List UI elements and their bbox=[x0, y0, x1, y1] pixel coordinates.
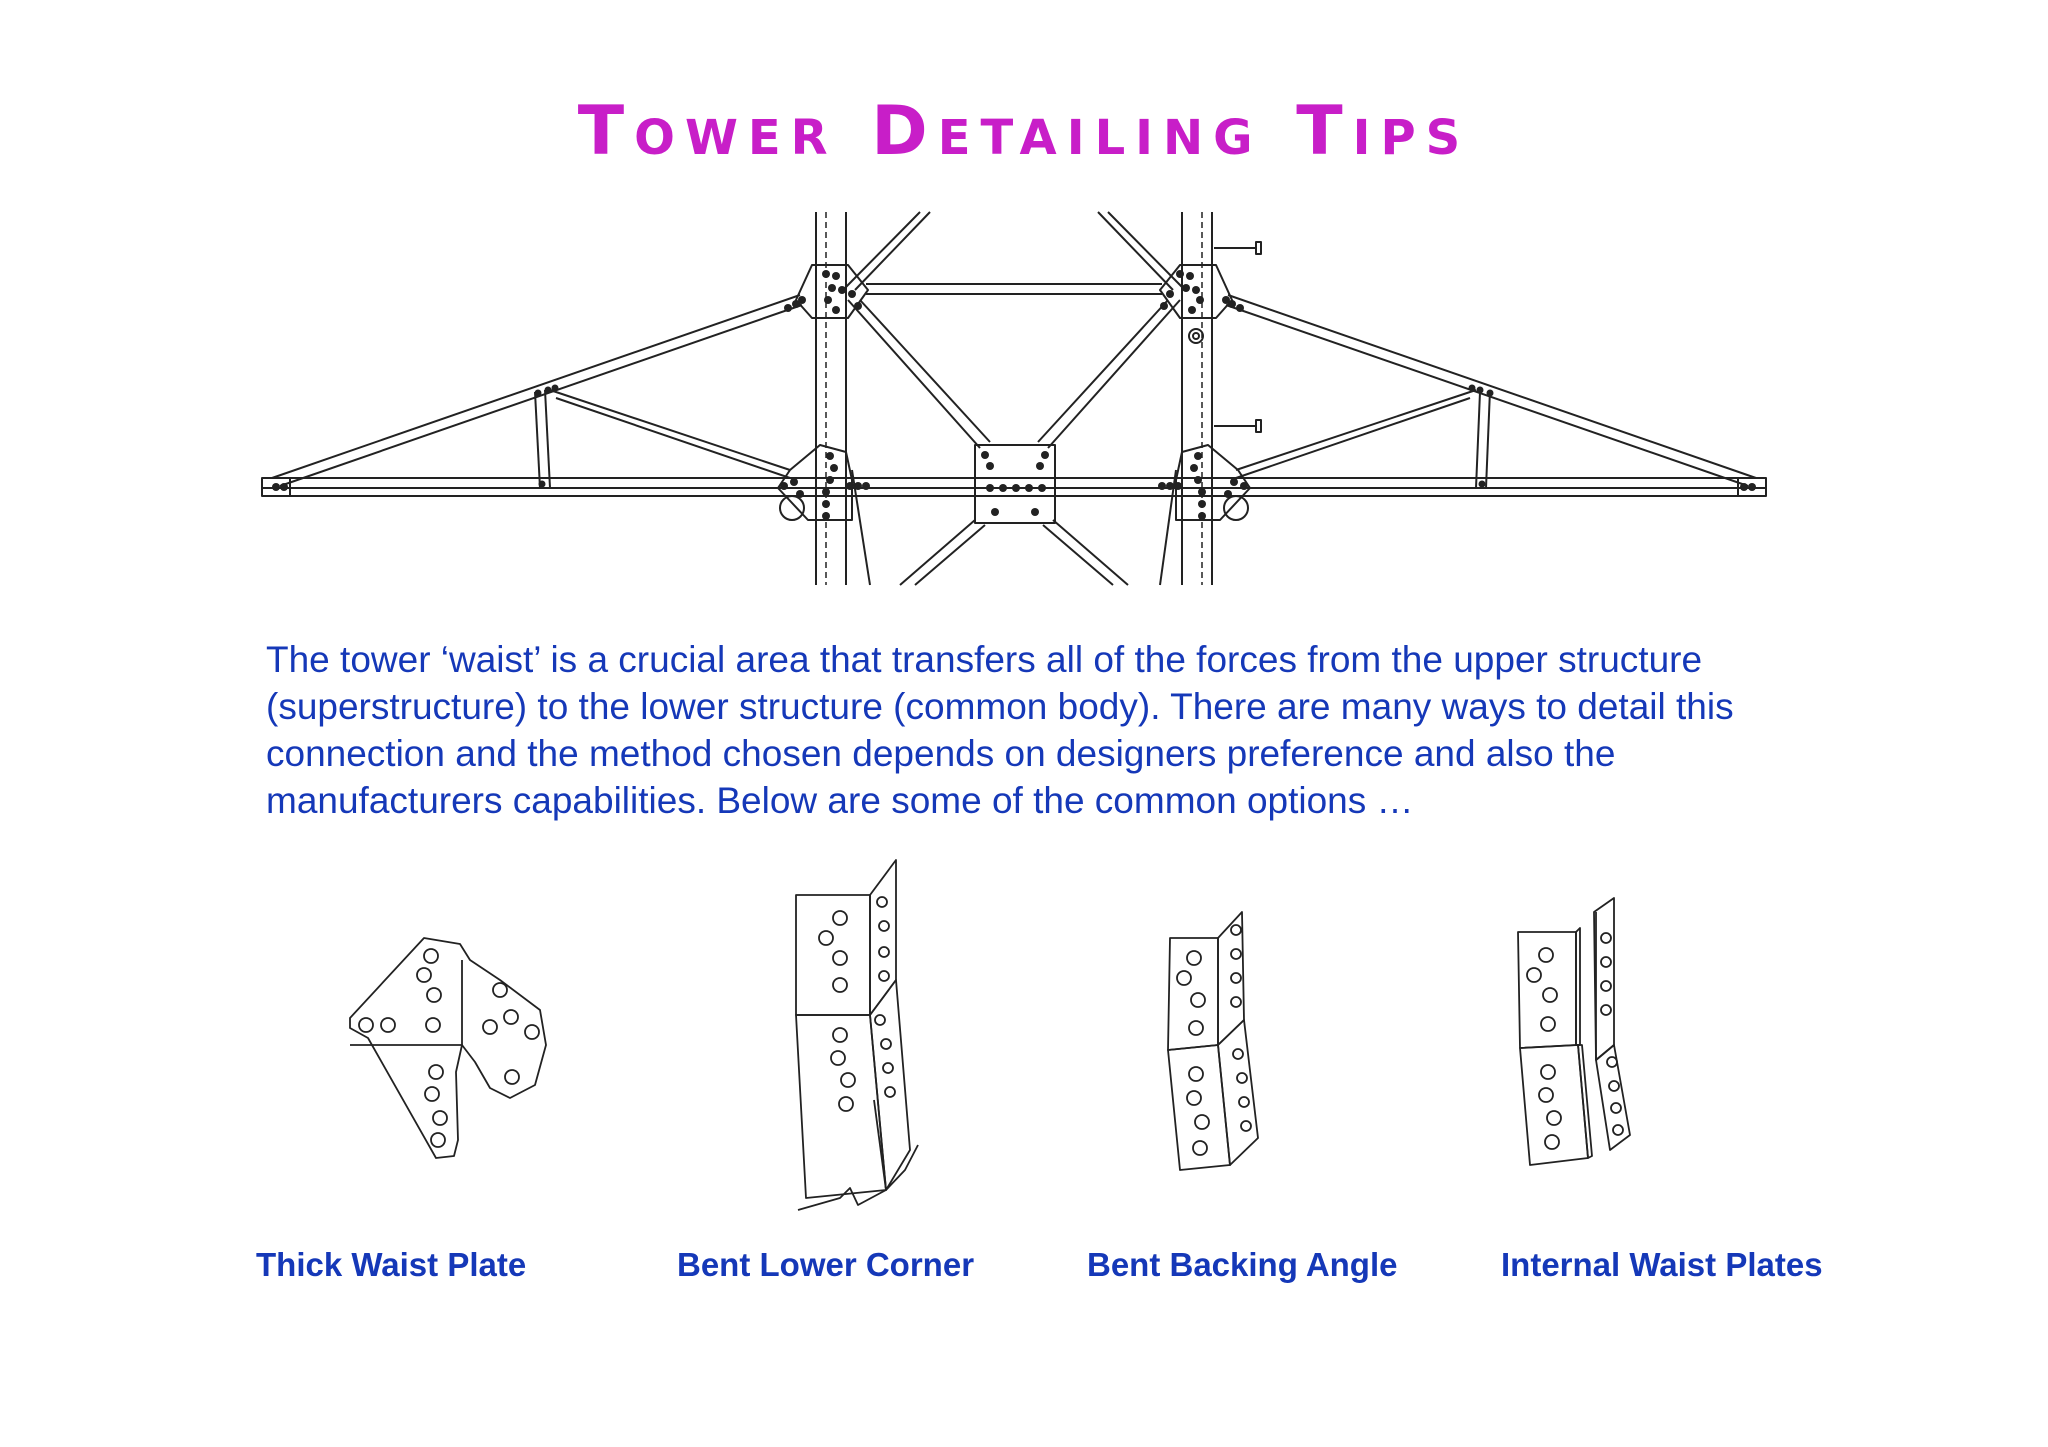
option-label-bent-lower-corner: Bent Lower Corner bbox=[677, 1246, 975, 1283]
option-label-internal-waist-plates: Internal Waist Plates bbox=[1501, 1246, 1823, 1283]
thick-waist-plate-sketch bbox=[349, 937, 547, 1159]
description-paragraph: The tower ‘waist’ is a crucial area that… bbox=[266, 639, 1734, 821]
tower-elevation bbox=[261, 211, 1767, 586]
bent-backing-angle-sketch bbox=[1167, 911, 1259, 1171]
page-title: Tower Detailing Tips bbox=[577, 92, 1471, 171]
bent-lower-corner-sketch bbox=[795, 859, 919, 1211]
internal-waist-plates-sketch bbox=[1517, 897, 1631, 1166]
option-label-bent-backing-angle: Bent Backing Angle bbox=[1087, 1246, 1398, 1283]
option-label-thick-waist-plate: Thick Waist Plate bbox=[256, 1246, 527, 1283]
